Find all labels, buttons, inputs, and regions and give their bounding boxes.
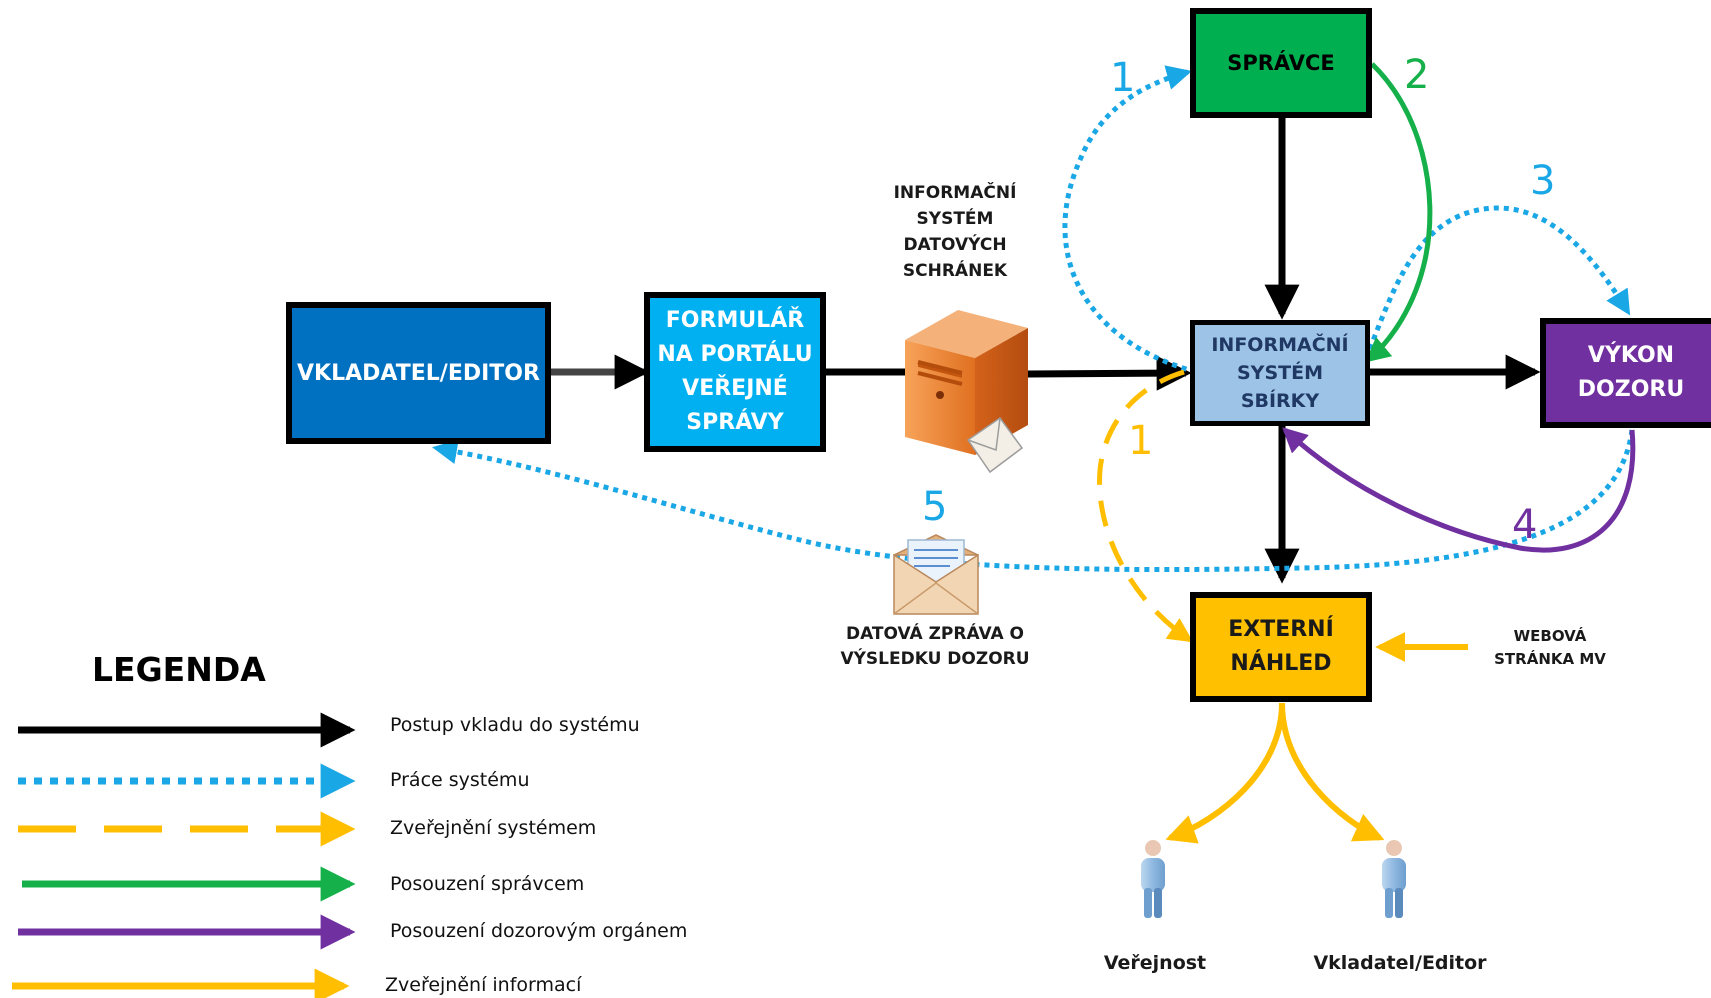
arrow-isds-to-system: [1027, 355, 1192, 391]
system-work-arrows: [432, 65, 1635, 573]
arrow-externi-to-vkladatel: [1279, 702, 1385, 842]
person-icon: [1382, 840, 1406, 918]
server-icon: [905, 310, 1028, 455]
arrow-1-system-to-spravce: [1062, 65, 1197, 375]
envelope-icon: [966, 416, 1024, 474]
legend-title: LEGENDA: [92, 650, 266, 689]
label-isds: INFORMAČNÍ SYSTÉM DATOVÝCH SCHRÁNEK: [893, 183, 1017, 281]
node-externi-nahled: EXTERNÍ NÁHLED: [1190, 592, 1372, 702]
step-number-3-blue: 3: [1530, 158, 1556, 204]
arrow-5-vykon-to-vkladatel: [432, 429, 1635, 573]
process-arrows: [548, 116, 1541, 584]
legend-item-posouzeni-spravcem: Posouzení správcem: [390, 873, 585, 895]
step-number-4-purple: 4: [1512, 502, 1538, 548]
legend-item-prace-systemu: Práce systému: [390, 769, 530, 791]
node-informacni-system-sbirky: INFORMAČNÍ SYSTÉM SBÍRKY: [1190, 320, 1370, 426]
legend-item-posouzeni-dozorovym: Posouzení dozorovým orgánem: [390, 920, 688, 942]
arrow-2-spravce-to-system: [1364, 62, 1433, 363]
step-number-2-green: 2: [1404, 52, 1430, 98]
label-webova-stranka-mv: WEBOVÁ STRÁNKA MV: [1494, 627, 1606, 668]
arrow-3-system-to-vykon: [1363, 205, 1631, 359]
legend-item-postup: Postup vkladu do systému: [390, 714, 640, 736]
node-vykon-dozoru: VÝKON DOZORU: [1540, 318, 1711, 428]
arrow-externi-to-verejnost: [1165, 702, 1285, 844]
label-vkladatel-editor-person: Vkladatel/Editor: [1313, 952, 1487, 974]
person-icon: [1141, 840, 1165, 918]
legend-item-zverejneni-systemem: Zveřejnění systémem: [390, 817, 597, 839]
label-verejnost: Veřejnost: [1103, 952, 1207, 974]
step-number-1-blue: 1: [1110, 55, 1136, 101]
node-spravce: SPRÁVCE: [1190, 8, 1372, 118]
arrow-4-vykon-to-system: [1282, 427, 1636, 553]
label-datova-zprava: DATOVÁ ZPRÁVA O VÝSLEDKU DOZORU: [840, 624, 1030, 669]
legend-lines: [12, 712, 356, 998]
node-vkladatel-editor: VKLADATEL/EDITOR: [286, 302, 551, 444]
node-formular: FORMULÁŘ NA PORTÁLU VEŘEJNÉ SPRÁVY: [644, 292, 826, 452]
arrow-1-system-to-externi: [1097, 369, 1194, 643]
legend-item-zverejneni-informaci: Zveřejnění informací: [385, 974, 582, 996]
publish-arrows: [1165, 632, 1468, 844]
letter-icon: [893, 534, 979, 615]
step-number-5-blue: 5: [922, 484, 948, 530]
step-number-1-orange: 1: [1128, 418, 1154, 464]
